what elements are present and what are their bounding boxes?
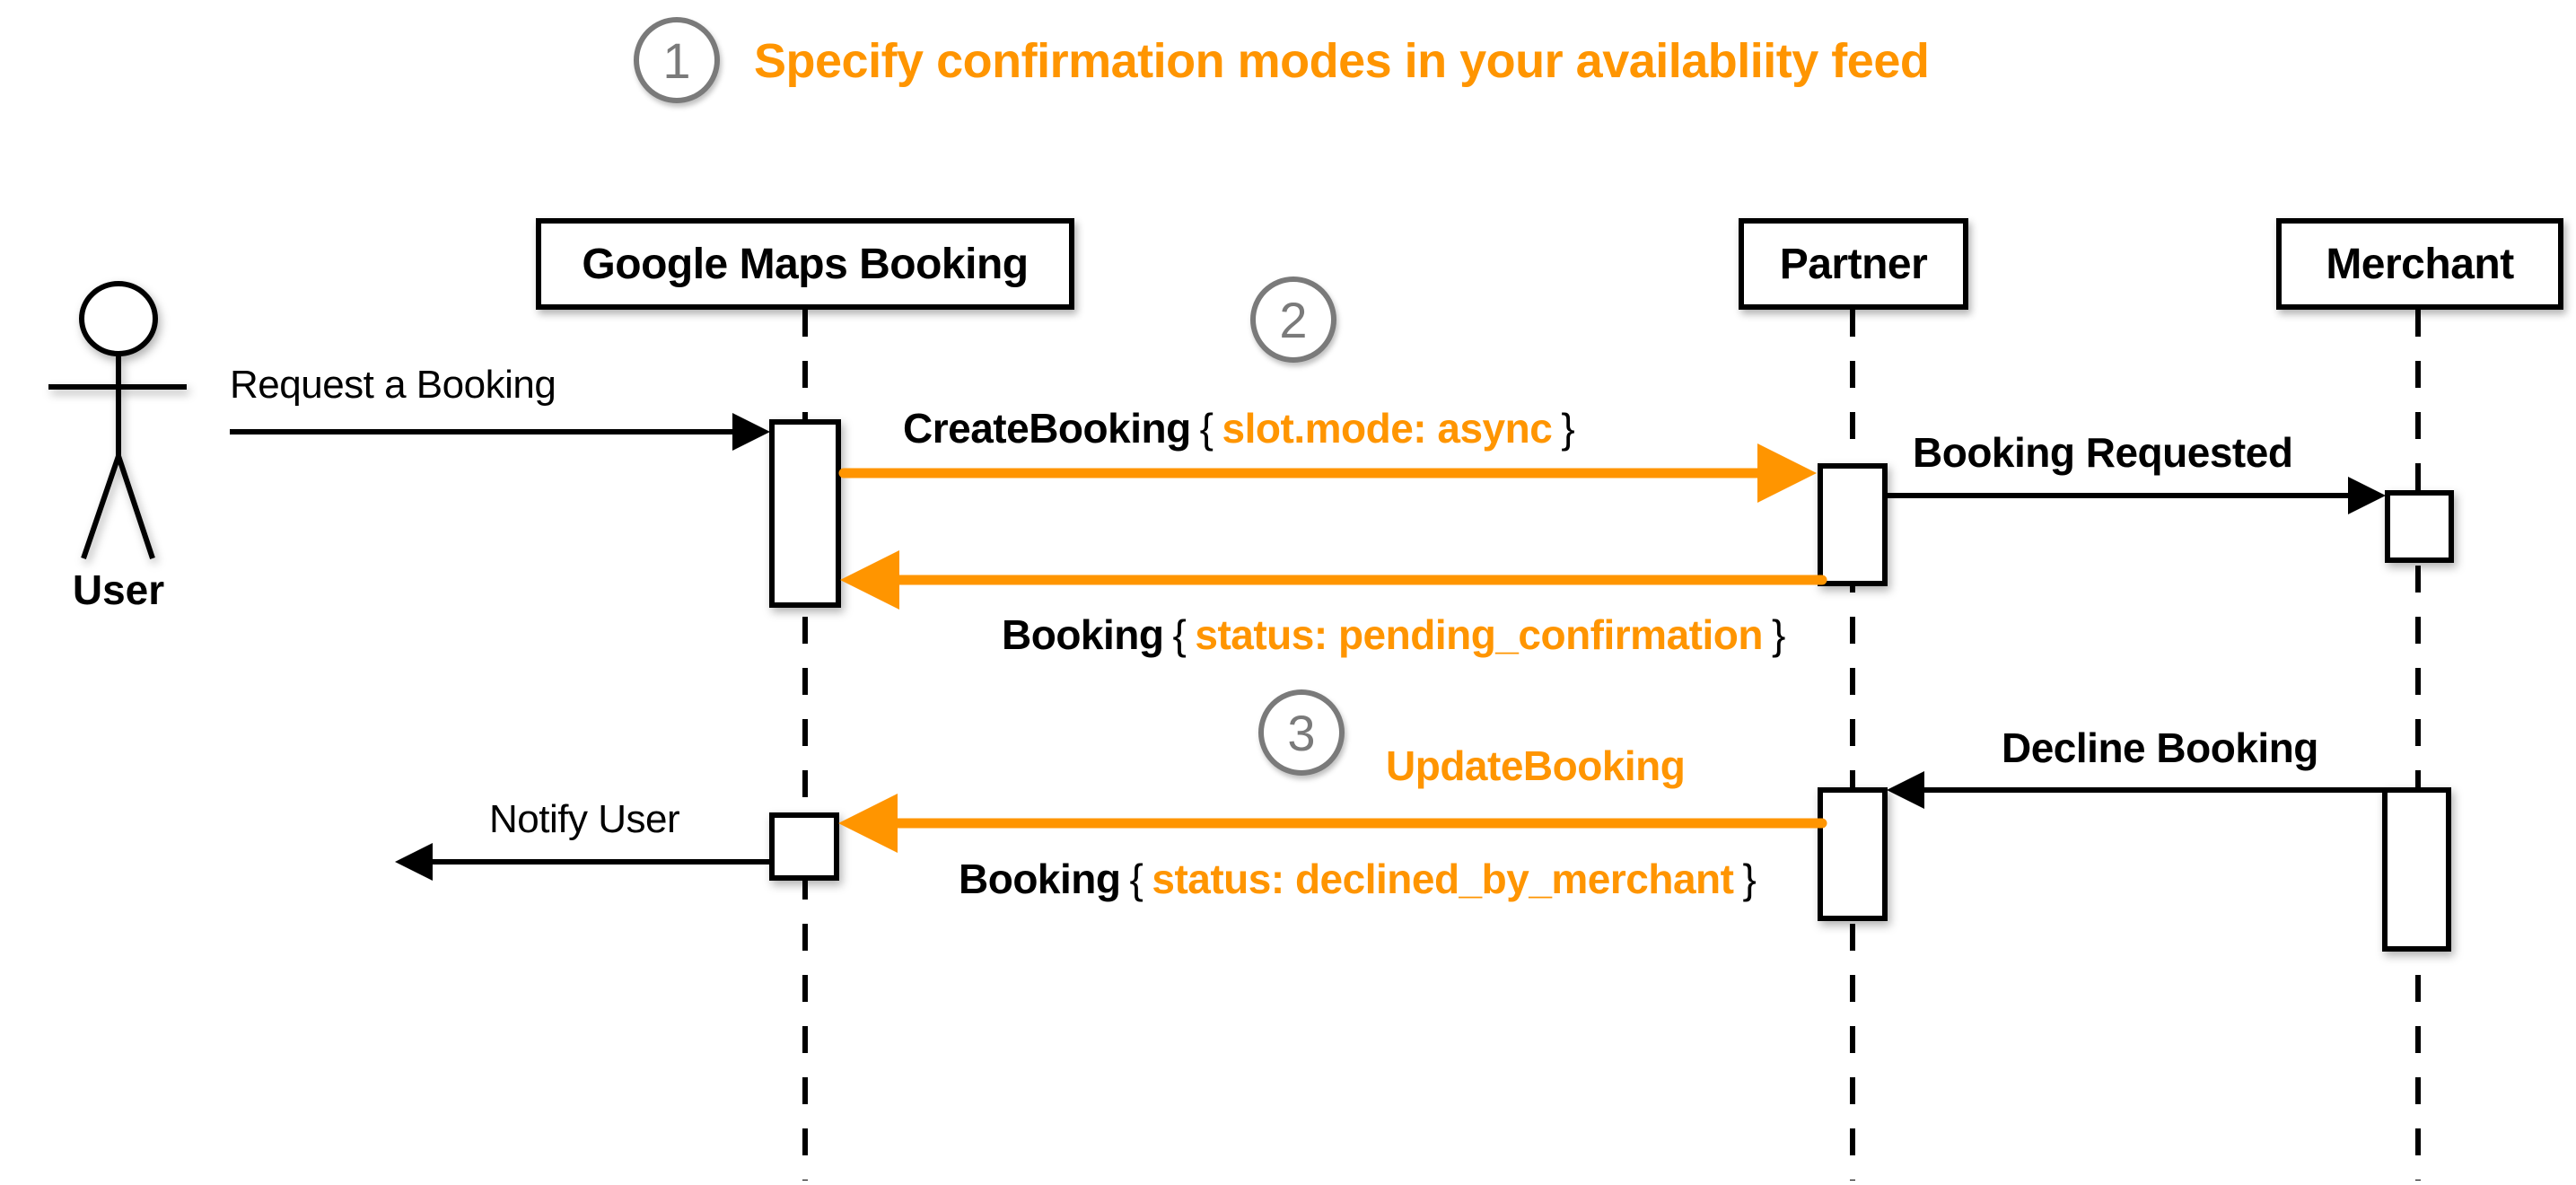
message-booking-pending-name: Booking bbox=[1002, 611, 1164, 658]
activation-partner-2 bbox=[1818, 787, 1888, 921]
user-head bbox=[79, 281, 158, 356]
arrow-create-booking bbox=[838, 443, 1817, 503]
arrow-update-booking bbox=[838, 794, 1827, 853]
arrow-request-booking bbox=[230, 413, 770, 451]
arrow-booking-return bbox=[840, 550, 1827, 610]
actor-label-user: User bbox=[72, 566, 165, 613]
activation-merchant-2 bbox=[2382, 787, 2451, 952]
actor-box-merchant: Merchant bbox=[2276, 218, 2563, 310]
message-booking-declined: Booking{status: declined_by_merchant} bbox=[959, 855, 1765, 903]
activation-google-2 bbox=[769, 812, 839, 881]
step-3-badge: 3 bbox=[1258, 689, 1345, 776]
actor-label-merchant: Merchant bbox=[2326, 240, 2514, 288]
brace-close: } bbox=[1771, 611, 1785, 658]
actor-box-google: Google Maps Booking bbox=[536, 218, 1074, 310]
message-booking-declined-params: status: declined_by_merchant bbox=[1152, 856, 1734, 902]
step-1-badge: 1 bbox=[634, 17, 720, 103]
actor-label-google: Google Maps Booking bbox=[582, 240, 1029, 288]
message-booking-declined-name: Booking bbox=[959, 856, 1121, 902]
message-create-booking: CreateBooking{slot.mode: async} bbox=[903, 404, 1583, 452]
message-create-booking-params: slot.mode: async bbox=[1222, 405, 1553, 452]
step-2-number: 2 bbox=[1279, 291, 1308, 348]
step-1-number: 1 bbox=[662, 31, 691, 89]
user-leg-right bbox=[116, 455, 155, 559]
arrow-notify-user bbox=[395, 843, 772, 881]
activation-google-1 bbox=[769, 419, 841, 608]
brace-open: { bbox=[1199, 405, 1214, 452]
message-booking-requested: Booking Requested bbox=[1913, 429, 2293, 476]
actor-box-partner: Partner bbox=[1739, 218, 1968, 310]
user-stick-figure bbox=[48, 281, 187, 559]
page-title: Specify confirmation modes in your avail… bbox=[754, 34, 1930, 88]
arrow-booking-requested bbox=[1887, 477, 2386, 514]
brace-close: } bbox=[1561, 405, 1575, 452]
message-update-booking: UpdateBooking bbox=[1386, 742, 1686, 789]
message-booking-pending-params: status: pending_confirmation bbox=[1195, 611, 1763, 658]
brace-open: { bbox=[1172, 611, 1187, 658]
message-request-booking: Request a Booking bbox=[230, 363, 556, 407]
arrow-decline-booking bbox=[1887, 771, 2383, 809]
brace-open: { bbox=[1129, 856, 1143, 902]
message-create-booking-name: CreateBooking bbox=[903, 405, 1191, 452]
activation-partner-1 bbox=[1818, 463, 1888, 586]
step-3-number: 3 bbox=[1287, 704, 1316, 761]
brace-close: } bbox=[1742, 856, 1757, 902]
message-decline-booking: Decline Booking bbox=[2002, 724, 2318, 771]
activation-merchant-1 bbox=[2385, 490, 2454, 563]
step-2-badge: 2 bbox=[1250, 276, 1336, 363]
actor-label-partner: Partner bbox=[1779, 240, 1928, 288]
message-notify-user: Notify User bbox=[489, 797, 680, 841]
message-booking-pending: Booking{status: pending_confirmation} bbox=[1002, 610, 1794, 659]
user-leg-left bbox=[81, 455, 121, 559]
